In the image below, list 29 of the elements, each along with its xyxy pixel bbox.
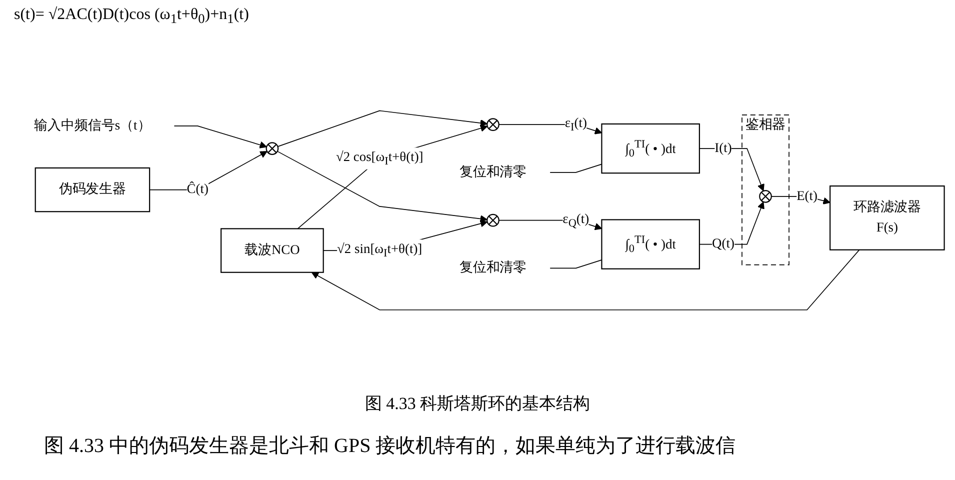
figure-caption: 图 4.33 科斯塔斯环的基本结构 xyxy=(364,393,592,415)
node-text: 复位和清零 xyxy=(459,260,527,275)
arrow xyxy=(699,202,764,245)
node-text: 复位和清零 xyxy=(459,164,527,180)
edge-label: E(t) xyxy=(796,188,818,204)
node-box: 载波NCO xyxy=(220,228,324,273)
edge-label: I(t) xyxy=(714,140,732,156)
connector xyxy=(550,164,602,173)
edge-label: Q(t) xyxy=(712,236,734,251)
node-box: 伪码发生器 xyxy=(34,167,150,212)
arrow xyxy=(277,110,488,147)
edge-label: ε$_{Q}$(t) xyxy=(562,212,590,229)
arrow xyxy=(174,126,267,148)
edge-label: √2 sin[ω$_{I}$t+θ(t)] xyxy=(337,242,422,260)
edge-label: ε$_{I}$(t) xyxy=(564,116,587,134)
cluster: 鉴相器 xyxy=(742,114,790,266)
arrow xyxy=(149,151,268,190)
node-text: 输入中频信号s（t） xyxy=(34,118,151,133)
arrow xyxy=(699,148,764,192)
connector xyxy=(550,260,602,269)
arrow xyxy=(498,124,602,134)
formula-text: s(t)= √2AC(t)D(t)cos (ω$_{1}$t+θ$_{0}$)+n$_{1}$(t) xyxy=(14,6,249,28)
body-text: 图 4.33 中的伪码发生器是北斗和 GPS 接收机特有的，如果单纯为了进行载波信 xyxy=(44,434,736,459)
edge-label: √2 cos[ω$_{I}$t+θ(t)] xyxy=(336,150,424,168)
edge-label: Ĉ(t) xyxy=(186,182,208,196)
arrow xyxy=(311,249,860,310)
arrow xyxy=(276,150,488,222)
arrow xyxy=(297,124,488,230)
node-box: 环路滤波器 F(s) xyxy=(830,185,945,250)
